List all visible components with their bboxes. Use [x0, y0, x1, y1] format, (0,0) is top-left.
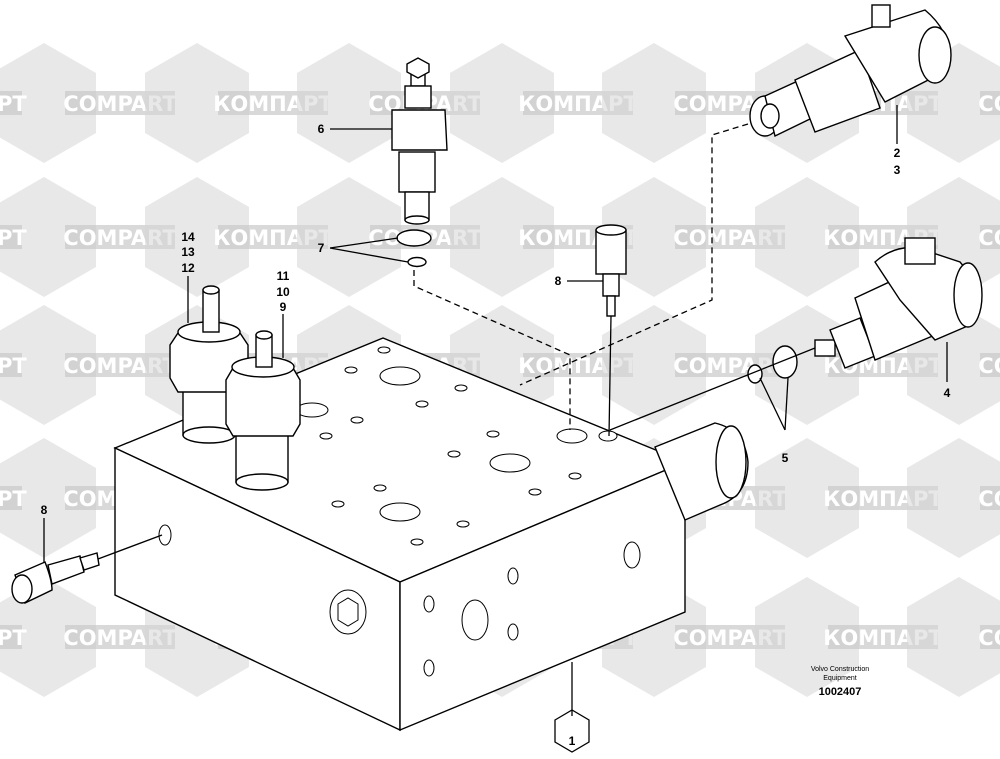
watermark-bar	[0, 91, 22, 115]
callout-plug-top: 8	[555, 274, 562, 288]
watermark-bar	[0, 225, 22, 249]
callout-o-rings-left: 7	[318, 241, 325, 255]
watermark-bar	[980, 91, 1000, 115]
credit-line-2: Equipment	[823, 675, 857, 682]
credit-line-1: Volvo Construction	[811, 666, 869, 673]
watermark-tile: КОМПАРТ	[0, 353, 27, 378]
solenoid-right	[814, 237, 983, 369]
callout-stack-right-b: 10	[276, 285, 290, 299]
callout-stack-right-c: 9	[280, 300, 287, 314]
relief-valve	[391, 57, 448, 225]
watermark-bar	[980, 353, 1000, 377]
solenoid-upper	[749, 4, 952, 138]
watermark-text: КОМПАРТ	[0, 354, 27, 378]
watermark-text: COMPART	[978, 354, 1000, 378]
watermark-tile: КОМПАРТ	[0, 91, 27, 116]
callout-stack-right-a: 11	[277, 269, 290, 283]
watermark-text: COMPART	[978, 92, 1000, 116]
callout-plug-left: 8	[41, 503, 48, 517]
watermark-bar	[980, 225, 1000, 249]
o-rings-left	[396, 229, 432, 268]
watermark-text: КОМПАРТ	[0, 226, 27, 250]
callout-solenoid-right: 4	[944, 386, 951, 400]
watermark-bar	[0, 486, 22, 510]
callout-block: 1	[569, 734, 576, 748]
plug-stack-right	[225, 330, 301, 491]
o-rings-right	[747, 345, 798, 384]
callout-solenoid-upper-a: 2	[894, 146, 901, 160]
callout-relief-valve: 6	[318, 122, 325, 136]
watermark-tile: COMPART	[907, 177, 1000, 297]
callout-stack-left-a: 14	[181, 230, 195, 244]
watermark-tile: COMPART	[907, 577, 1000, 697]
watermark-text: COMPART	[978, 626, 1000, 650]
watermark-bar	[0, 625, 22, 649]
plug-top	[595, 224, 627, 317]
watermark-tile: COMPART	[907, 305, 1000, 425]
watermark-bar	[0, 353, 22, 377]
plug-left	[11, 552, 100, 604]
watermark-tile: КОМПАРТ	[0, 625, 27, 650]
watermark-bar	[980, 486, 1000, 510]
watermark-text: COMPART	[978, 487, 1000, 511]
callout-solenoid-upper-b: 3	[894, 163, 901, 177]
watermark-text: КОМПАРТ	[0, 626, 27, 650]
credit-block: Volvo Construction Equipment 1002407	[811, 666, 869, 698]
watermark-text: КОМПАРТ	[0, 92, 27, 116]
watermark-tile: COMPART	[907, 438, 1000, 558]
watermark-tile: КОМПАРТ	[0, 225, 27, 250]
watermark-tile: КОМПАРТ	[0, 486, 27, 511]
callout-stack-left-b: 13	[181, 245, 195, 259]
callout-o-rings-right: 5	[782, 451, 789, 465]
callouts: 1 2 3 4 5 6 7 8 8 11 10 9 14 13 12	[41, 122, 951, 748]
watermark-text: COMPART	[978, 226, 1000, 250]
watermark-bar	[980, 625, 1000, 649]
leader-lines	[43, 105, 948, 753]
watermark-tile: COMPART	[907, 43, 1000, 163]
callout-stack-left-c: 12	[181, 261, 195, 275]
watermark-text: КОМПАРТ	[0, 487, 27, 511]
document-number: 1002407	[819, 686, 862, 698]
